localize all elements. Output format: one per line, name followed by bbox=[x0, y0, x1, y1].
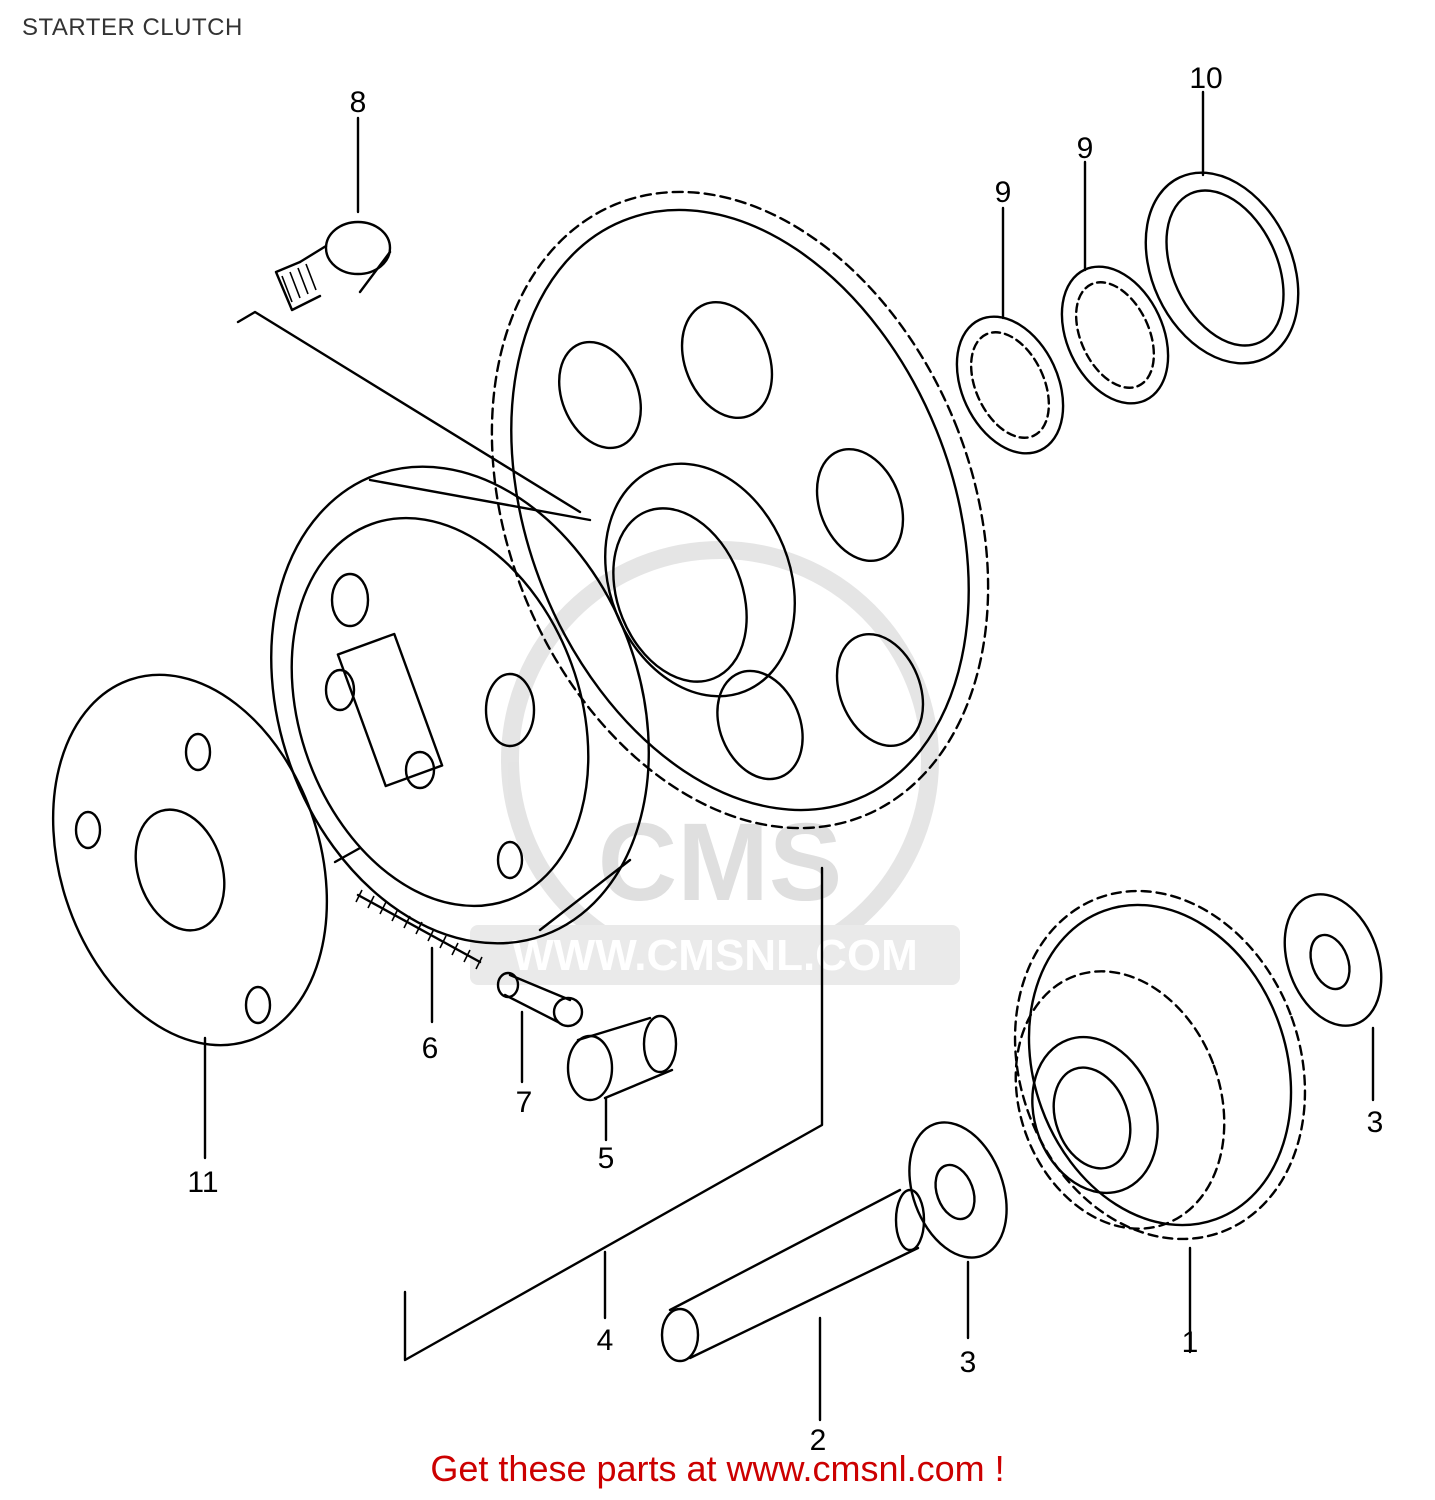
callout-5: 5 bbox=[598, 1142, 615, 1175]
callout-10: 10 bbox=[1189, 62, 1222, 95]
callout-7: 7 bbox=[516, 1086, 533, 1119]
page-title: STARTER CLUTCH bbox=[22, 14, 243, 41]
callout-8: 8 bbox=[350, 86, 367, 119]
callout-3-b: 3 bbox=[1367, 1106, 1384, 1139]
callout-3-a: 3 bbox=[960, 1346, 977, 1379]
watermark-site: WWW.CMSNL.COM bbox=[512, 931, 918, 980]
part-6-spring[interactable] bbox=[355, 889, 483, 970]
callout-1: 1 bbox=[1182, 1326, 1199, 1359]
get-parts-link[interactable]: Get these parts at www.cmsnl.com ! bbox=[430, 1448, 1005, 1489]
watermark: CMS WWW.CMSNL.COM bbox=[470, 541, 960, 985]
part-10-washer[interactable] bbox=[1116, 148, 1327, 388]
part-3-washer-b[interactable] bbox=[1267, 881, 1398, 1040]
watermark-brand: CMS bbox=[598, 801, 842, 924]
callout-labels: 8 10 9 9 6 7 5 11 3 3 4 1 2 bbox=[187, 62, 1383, 1457]
callout-2: 2 bbox=[810, 1424, 827, 1457]
callout-11: 11 bbox=[187, 1166, 218, 1199]
part-9-bearing-a[interactable] bbox=[936, 299, 1084, 470]
part-8-bolt[interactable] bbox=[274, 220, 392, 312]
leader-lines bbox=[203, 90, 1375, 1422]
part-2-shaft[interactable] bbox=[660, 1188, 926, 1363]
part-5-roller[interactable] bbox=[566, 1014, 678, 1102]
callout-9-a: 9 bbox=[995, 176, 1012, 209]
callout-4: 4 bbox=[597, 1324, 614, 1357]
part-11-plate[interactable] bbox=[8, 639, 373, 1081]
callout-9-b: 9 bbox=[1077, 132, 1094, 165]
part-7-cap[interactable] bbox=[496, 971, 584, 1028]
part-1-idle-gear[interactable] bbox=[968, 850, 1353, 1280]
part-4-clutch-body[interactable] bbox=[207, 413, 713, 997]
part-3-washer-a[interactable] bbox=[892, 1109, 1024, 1271]
callout-6: 6 bbox=[422, 1032, 439, 1065]
